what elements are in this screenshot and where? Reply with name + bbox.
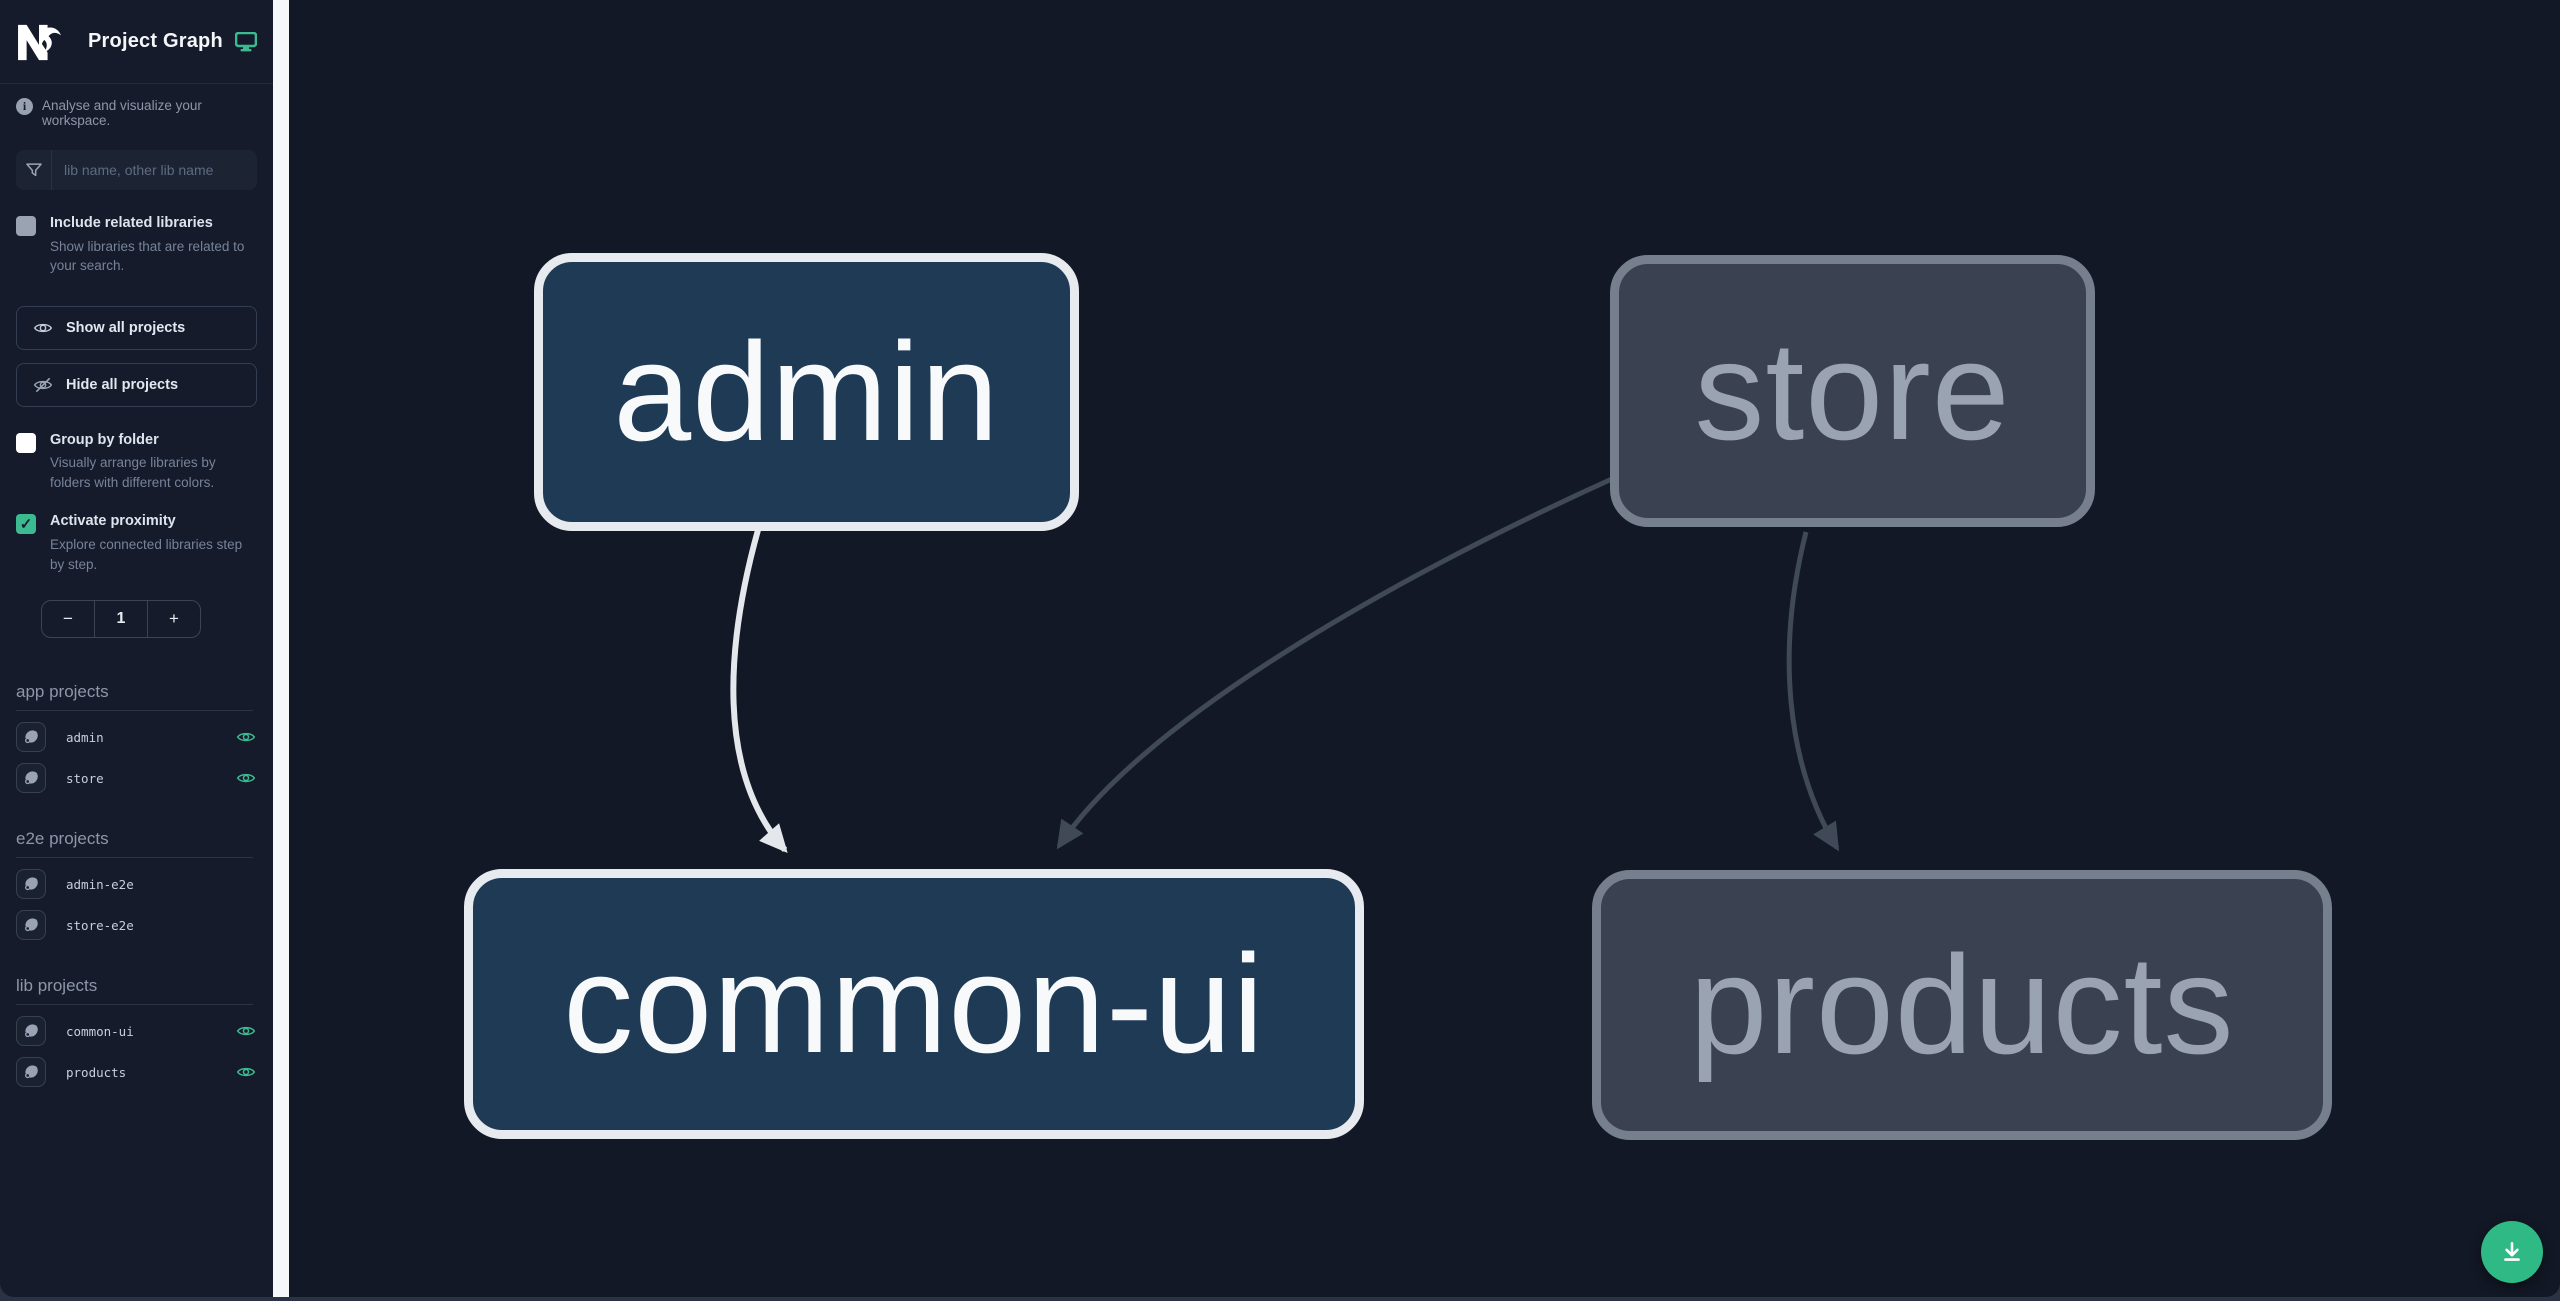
edge-admin-to-common-ui [730,529,788,853]
group-by-folder-label: Group by folder [50,431,159,448]
project-row-store: store [16,763,256,794]
section-lib-projects: lib projects common-ui [0,976,273,1088]
group-by-folder-texts: Group by folder Visually arrange librari… [50,431,250,493]
filter-funnel-icon [16,150,52,190]
nx-logo-icon [18,24,61,60]
visibility-eye-icon[interactable] [236,1062,256,1082]
project-row-common-ui: common-ui [16,1016,256,1047]
sidebar: Project Graph i Analyse and visualize yo… [0,0,273,1297]
project-name: admin-e2e [66,876,134,892]
graph-node-admin[interactable]: admin [534,253,1079,531]
graph-node-products[interactable]: products [1592,870,2332,1140]
download-icon [2504,1242,2520,1261]
focus-project-button[interactable] [16,763,46,794]
node-label: products [1689,926,2235,1083]
activate-proximity-texts: Activate proximity Explore connected lib… [50,512,250,574]
visibility-eye-icon[interactable] [236,727,256,747]
project-name: common-ui [66,1023,134,1039]
focus-icon [24,771,38,785]
search-box [16,150,257,190]
proximity-value: 1 [94,601,148,638]
graph-canvas[interactable]: admin store common-ui products [289,0,2560,1297]
focus-icon [24,877,38,891]
activate-proximity-label: Activate proximity [50,513,176,530]
show-all-label: Show all projects [66,319,186,336]
focus-icon [24,730,38,744]
dependency-edges [730,475,1840,853]
proximity-increment-button[interactable]: + [148,601,200,637]
proximity-decrement-button[interactable]: − [42,601,94,637]
focus-project-button[interactable] [16,1057,46,1088]
project-name: admin [66,729,104,745]
activate-proximity-checkbox[interactable]: ✓ [16,514,36,535]
include-related-texts: Include related libraries Show libraries… [50,214,250,276]
project-row-admin-e2e: admin-e2e [16,869,256,900]
project-name: store-e2e [66,917,134,933]
graph-node-common-ui[interactable]: common-ui [464,869,1364,1139]
activate-proximity-description: Explore connected libraries step by step… [50,536,243,572]
group-by-folder-option[interactable]: Group by folder Visually arrange librari… [0,431,273,493]
focus-icon [24,918,38,932]
workspace-subtitle-row: i Analyse and visualize your workspace. [0,84,273,128]
project-row-store-e2e: store-e2e [16,910,256,941]
info-icon: i [16,98,33,115]
group-by-folder-checkbox[interactable] [16,432,36,453]
show-all-projects-button[interactable]: Show all projects [16,305,257,350]
include-related-description: Show libraries that are related to your … [50,238,245,274]
edge-store-to-products [1786,531,1840,852]
focus-icon [24,1024,38,1038]
visibility-eye-icon[interactable] [236,768,256,788]
project-name: products [66,1064,127,1080]
focus-project-button[interactable] [16,1016,46,1047]
node-label: admin [613,313,1000,470]
section-title: e2e projects [16,829,253,859]
edge-store-to-common-ui [1056,475,1616,850]
project-name: store [66,770,104,786]
monitor-icon[interactable] [235,31,257,52]
node-label: store [1694,312,2011,469]
focus-project-button[interactable] [16,722,46,753]
focus-icon [24,1065,38,1079]
proximity-stepper: − 1 + [41,600,201,639]
hide-all-label: Hide all projects [66,376,179,393]
project-row-admin: admin [16,722,256,753]
group-by-folder-description: Visually arrange libraries by folders wi… [50,455,216,490]
section-title: app projects [16,682,253,712]
eye-off-icon [33,377,53,392]
include-related-checkbox[interactable] [16,216,36,236]
section-e2e-projects: e2e projects admin-e2e store-e2 [0,829,273,941]
download-graph-button[interactable] [2481,1221,2543,1283]
search-input[interactable] [52,150,257,190]
focus-project-button[interactable] [16,910,46,941]
sidebar-header: Project Graph [0,0,273,84]
sidebar-scrollbar[interactable] [273,0,289,1297]
hide-all-projects-button[interactable]: Hide all projects [16,362,257,407]
include-related-label: Include related libraries [50,215,213,231]
section-title: lib projects [16,976,253,1006]
project-row-products: products [16,1057,256,1088]
include-related-option[interactable]: Include related libraries Show libraries… [0,214,273,276]
eye-icon [33,323,53,332]
workspace-subtitle: Analyse and visualize your workspace. [42,98,202,128]
focus-project-button[interactable] [16,869,46,900]
section-app-projects: app projects admin [0,682,273,794]
graph-node-store[interactable]: store [1610,255,2095,527]
activate-proximity-option[interactable]: ✓ Activate proximity Explore connected l… [0,512,273,574]
visibility-eye-icon[interactable] [236,1021,256,1041]
app-title: Project Graph [88,30,223,52]
node-label: common-ui [563,925,1265,1082]
